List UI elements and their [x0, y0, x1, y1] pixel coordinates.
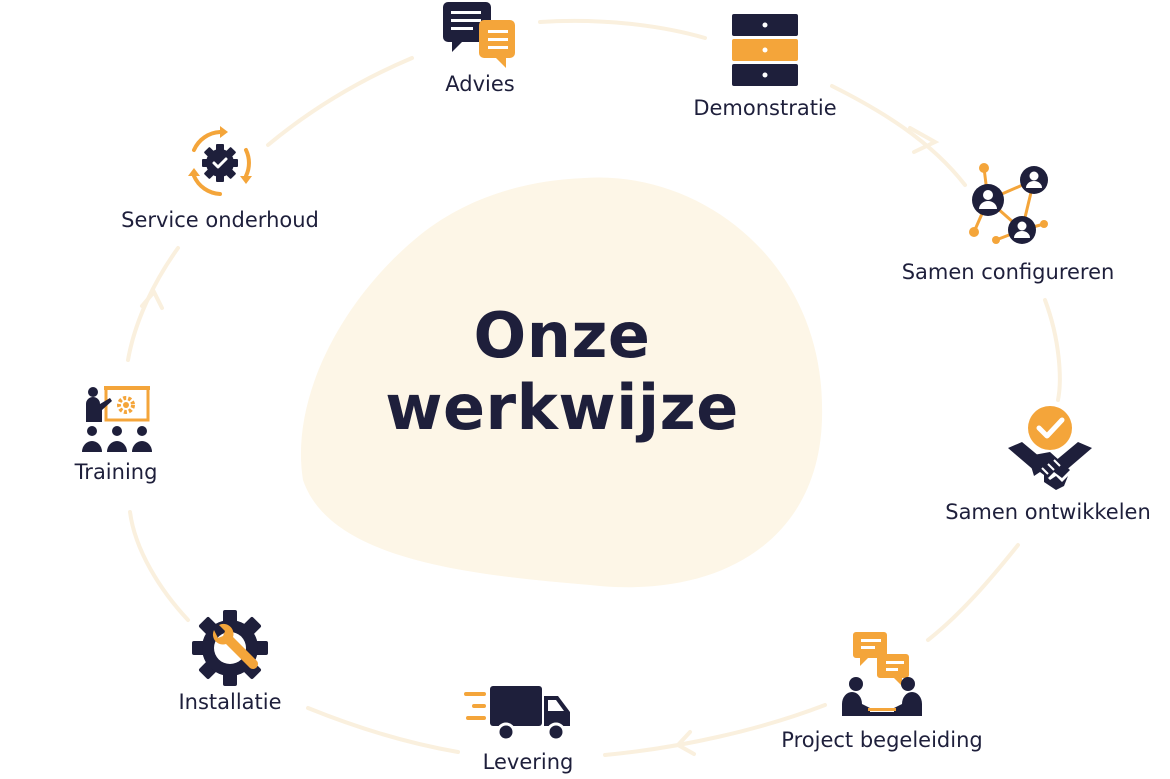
ring-arc-8	[126, 246, 180, 362]
title-line-1: Onze	[473, 299, 651, 372]
network-users-icon	[969, 163, 1048, 244]
step-label-training: Training	[74, 460, 158, 484]
ring-arc-2	[830, 84, 967, 187]
ring-arc-9	[266, 56, 414, 147]
meeting-icon	[842, 632, 922, 716]
ring-arrow-3	[140, 288, 164, 310]
presentation-icon	[82, 386, 152, 452]
step-label-samen-ontwikkelen: Samen ontwikkelen	[945, 500, 1151, 524]
step-label-installatie: Installatie	[178, 690, 282, 714]
truck-icon	[464, 686, 570, 742]
chat-bubbles-icon	[443, 2, 515, 68]
cabinet-icon	[732, 14, 798, 86]
ring-arc-4	[926, 543, 1020, 642]
gear-wrench-icon	[192, 610, 268, 686]
ring-arc-6	[306, 706, 460, 754]
step-label-advies: Advies	[445, 72, 515, 96]
step-label-service-onderhoud: Service onderhoud	[121, 208, 319, 232]
gear-cycle-icon	[188, 126, 252, 196]
step-label-levering: Levering	[482, 750, 574, 774]
handshake-check-icon	[1008, 406, 1092, 490]
ring-arrow-2	[674, 730, 696, 756]
step-label-samen-configureren: Samen configureren	[901, 260, 1115, 284]
step-label-project-begeleiding: Project begeleiding	[781, 728, 983, 752]
step-label-demonstratie: Demonstratie	[693, 96, 837, 120]
center-title: Onze werkwijze	[362, 300, 762, 444]
ring-arc-1	[538, 18, 707, 40]
title-line-2: werkwijze	[385, 371, 739, 444]
ring-arrow-1	[908, 126, 940, 154]
ring-arc-3	[1043, 298, 1062, 402]
ring-arc-7	[128, 510, 190, 622]
center-blob	[300, 177, 823, 588]
ring-arc-5	[603, 703, 827, 757]
